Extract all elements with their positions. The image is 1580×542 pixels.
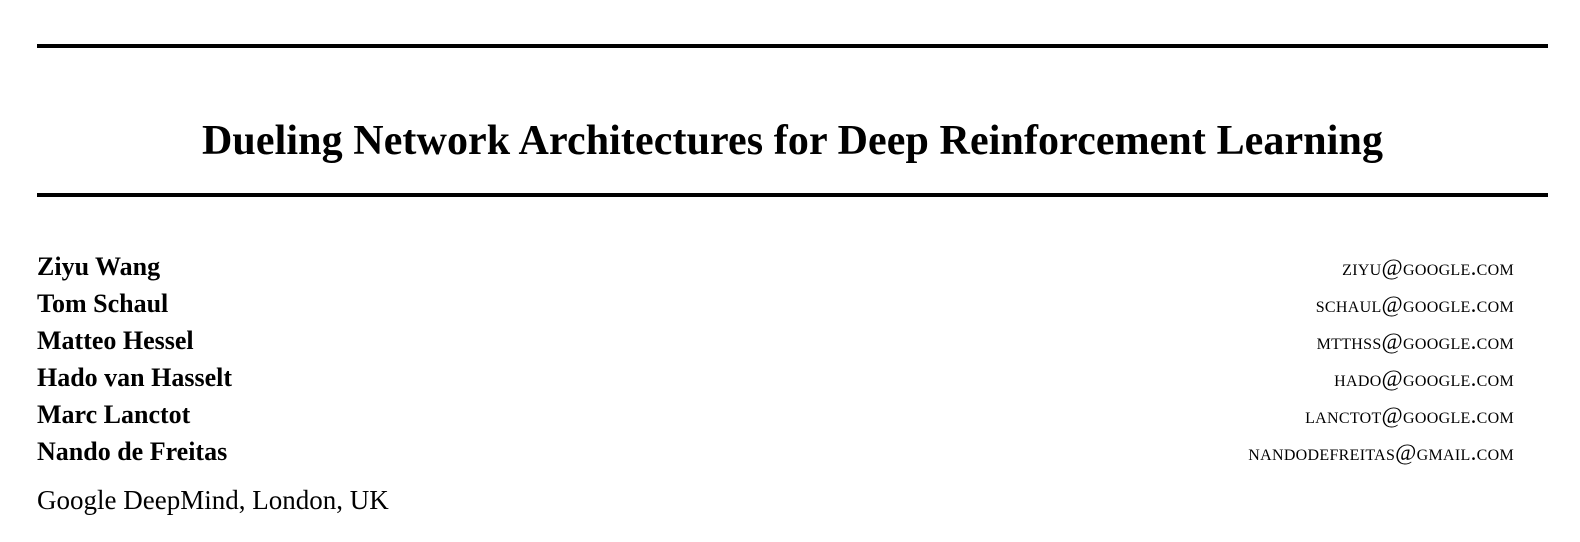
- author-email: LANCTOT@GOOGLE.COM: [1305, 403, 1514, 428]
- author-list: Ziyu Wang ZIYU@GOOGLE.COM Tom Schaul SCH…: [37, 252, 1514, 474]
- author-row: Marc Lanctot LANCTOT@GOOGLE.COM: [37, 400, 1514, 437]
- author-row: Ziyu Wang ZIYU@GOOGLE.COM: [37, 252, 1514, 289]
- author-name: Ziyu Wang: [37, 252, 161, 281]
- author-email: HADO@GOOGLE.COM: [1334, 366, 1514, 391]
- author-email: NANDODEFREITAS@GMAIL.COM: [1248, 440, 1514, 465]
- header-rule-top: [37, 44, 1548, 48]
- author-email: MTTHSS@GOOGLE.COM: [1316, 329, 1514, 354]
- author-email: SCHAUL@GOOGLE.COM: [1315, 292, 1514, 317]
- author-row: Tom Schaul SCHAUL@GOOGLE.COM: [37, 289, 1514, 326]
- author-name: Hado van Hasselt: [37, 363, 233, 392]
- header-rule-bottom: [37, 193, 1548, 197]
- author-row: Matteo Hessel MTTHSS@GOOGLE.COM: [37, 326, 1514, 363]
- author-row: Nando de Freitas NANDODEFREITAS@GMAIL.CO…: [37, 437, 1514, 474]
- author-row: Hado van Hasselt HADO@GOOGLE.COM: [37, 363, 1514, 400]
- author-name: Matteo Hessel: [37, 326, 194, 355]
- author-name: Nando de Freitas: [37, 437, 228, 466]
- author-name: Tom Schaul: [37, 289, 169, 318]
- affiliation: Google DeepMind, London, UK: [37, 485, 389, 515]
- author-name: Marc Lanctot: [37, 400, 191, 429]
- author-email: ZIYU@GOOGLE.COM: [1342, 255, 1514, 280]
- page-title: Dueling Network Architectures for Deep R…: [201, 118, 1384, 165]
